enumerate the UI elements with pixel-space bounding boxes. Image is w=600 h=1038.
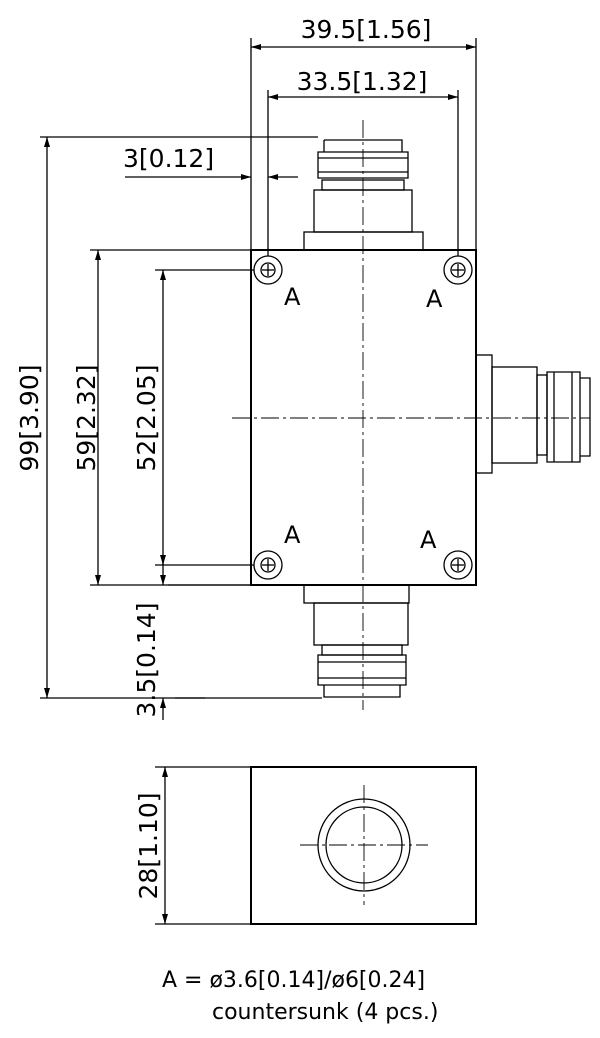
mounting-hole-top-left (253, 255, 283, 285)
overall-width-label: 39.5[1.56] (301, 15, 432, 44)
dimension-body-length: 59[2.32] (72, 250, 101, 585)
side-housing-outline (250, 766, 477, 925)
dimension-overall-length: 99[3.90] (15, 137, 50, 698)
dimension-hole-spacing-length: 52[2.05] (132, 270, 166, 565)
top-connector (303, 139, 424, 251)
hole-spacing-length-label: 52[2.05] (132, 365, 161, 472)
hole-label-bottom-right: A (420, 526, 437, 554)
mounting-hole-bottom-left (253, 550, 283, 580)
hole-edge-offset-label: 3[0.12] (123, 144, 214, 173)
side-view (250, 766, 477, 925)
connector-offset-label: 3.5[0.14] (132, 603, 161, 718)
body-height-label: 28[1.10] (134, 793, 163, 900)
top-view: A A A A (232, 120, 591, 710)
dimension-connector-offset: 3.5[0.14] (132, 560, 258, 720)
hole-note-line2: countersunk (4 pcs.) (212, 1000, 439, 1025)
dimension-overall-width: 39.5[1.56] (250, 15, 477, 250)
hole-note-line1: A = ø3.6[0.14]/ø6[0.24] (162, 968, 426, 993)
hole-label-top-right: A (426, 285, 443, 313)
hole-label-bottom-left: A (284, 521, 301, 549)
hole-label-top-left: A (284, 283, 301, 311)
body-length-label: 59[2.32] (72, 365, 101, 472)
mounting-hole-bottom-right (443, 550, 473, 580)
mounting-hole-top-right (443, 255, 473, 285)
overall-length-label: 99[3.90] (15, 365, 44, 472)
bottom-connector (303, 584, 410, 698)
dimension-hole-edge-offset: 3[0.12] (123, 144, 298, 180)
dimension-hole-spacing-width: 33.5[1.32] (267, 67, 459, 256)
hole-spacing-width-label: 33.5[1.32] (297, 67, 428, 96)
dimension-body-height: 28[1.10] (134, 766, 251, 925)
right-connector (475, 354, 591, 474)
